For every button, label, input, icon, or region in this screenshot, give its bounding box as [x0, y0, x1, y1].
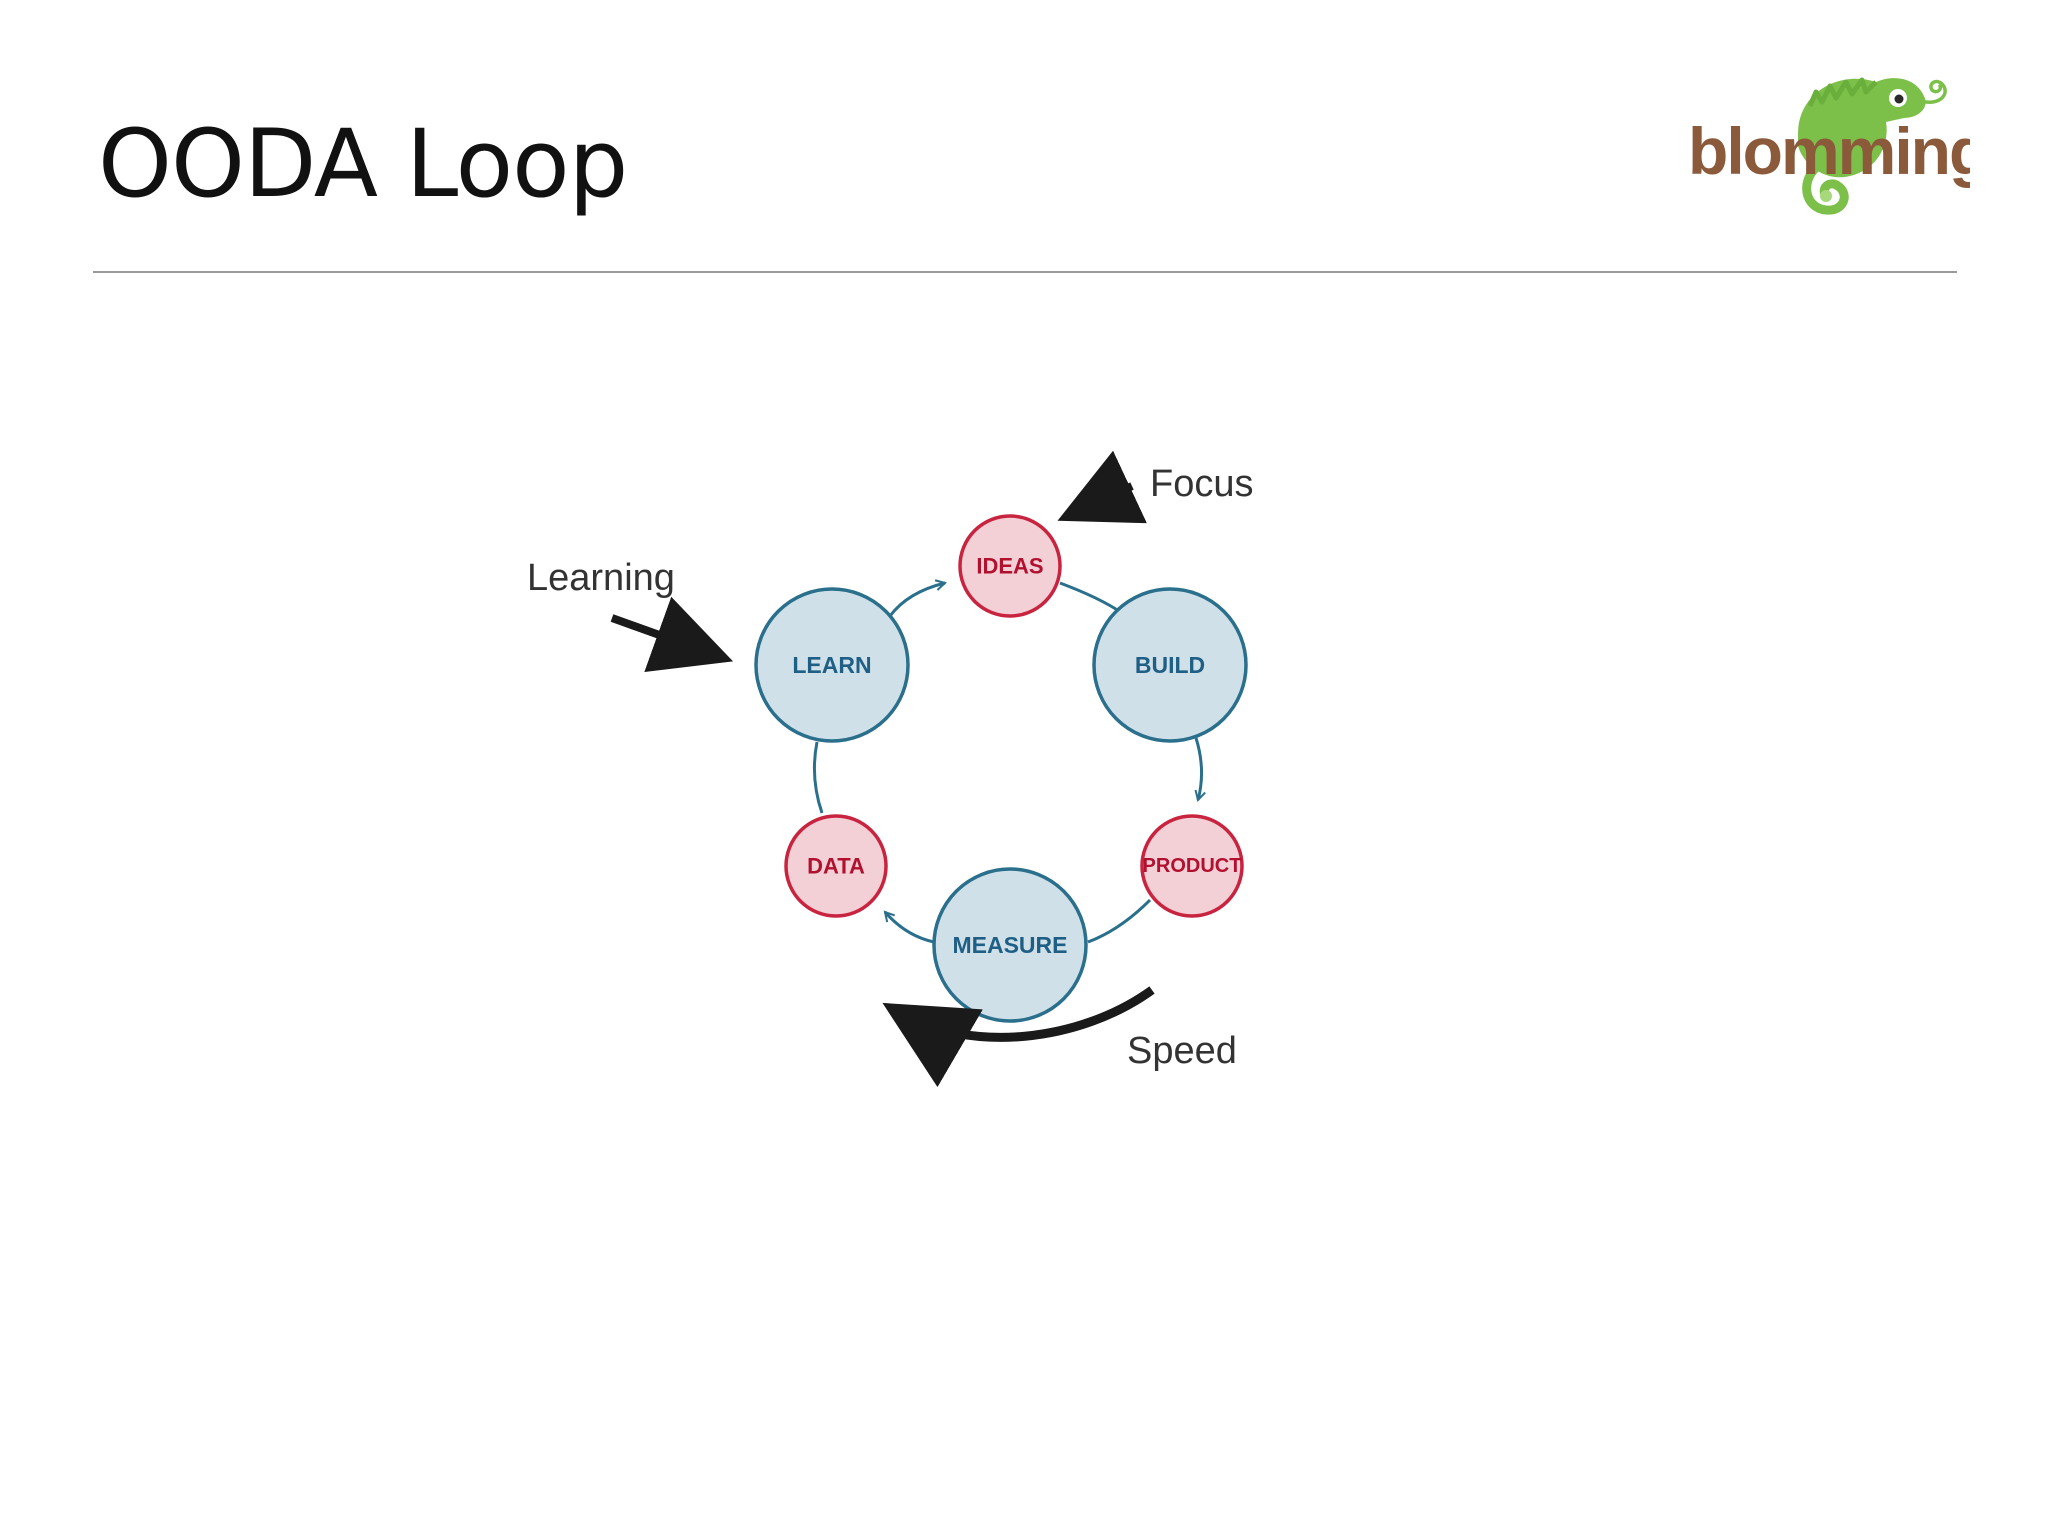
callout-speed: Speed	[882, 986, 1237, 1088]
title-divider	[93, 271, 1957, 273]
focus-arrow	[1057, 450, 1147, 524]
node-data-label: DATA	[807, 854, 865, 879]
connector-product-to-measure	[1087, 898, 1152, 944]
speed-label: Speed	[1127, 1030, 1237, 1072]
learning-arrow	[610, 596, 734, 673]
node-learn-label: LEARN	[792, 652, 871, 678]
node-product-label: PRODUCT	[1143, 855, 1242, 877]
connector-learn-to-ideas	[888, 583, 945, 617]
node-learn: LEARN	[754, 587, 910, 743]
node-ideas-label: IDEAS	[976, 554, 1043, 579]
speed-arrow	[882, 986, 1155, 1088]
focus-label: Focus	[1150, 463, 1253, 505]
connector-ideas-to-build	[1059, 581, 1123, 615]
connector-measure-to-data	[885, 912, 935, 944]
connector-data-to-learn	[812, 741, 824, 814]
callout-focus: Focus	[1057, 450, 1253, 524]
node-product: PRODUCT	[1140, 814, 1244, 918]
node-ideas: IDEAS	[958, 514, 1062, 618]
logo-wordmark: blomming	[1688, 114, 1970, 188]
node-data: DATA	[784, 814, 888, 918]
blomming-logo: blomming	[1680, 62, 1970, 222]
chameleon-mascot-icon	[1798, 77, 1947, 215]
callout-learning: Learning	[527, 557, 734, 673]
loop-nodes: IDEAS BUILD PRODUCT MEASURE DATA LEARN	[754, 514, 1248, 1023]
node-build-label: BUILD	[1135, 652, 1205, 678]
node-measure-circle	[932, 867, 1088, 1023]
node-ideas-circle	[958, 514, 1062, 618]
slide-title: OODA Loop	[98, 110, 628, 219]
node-build-circle	[1092, 587, 1248, 743]
node-build: BUILD	[1092, 587, 1248, 743]
node-product-circle	[1140, 814, 1244, 918]
node-measure: MEASURE	[932, 867, 1088, 1023]
learning-label: Learning	[527, 557, 675, 599]
connector-build-to-product	[1196, 737, 1202, 800]
node-measure-label: MEASURE	[952, 932, 1067, 958]
node-learn-circle	[754, 587, 910, 743]
node-data-circle	[784, 814, 888, 918]
